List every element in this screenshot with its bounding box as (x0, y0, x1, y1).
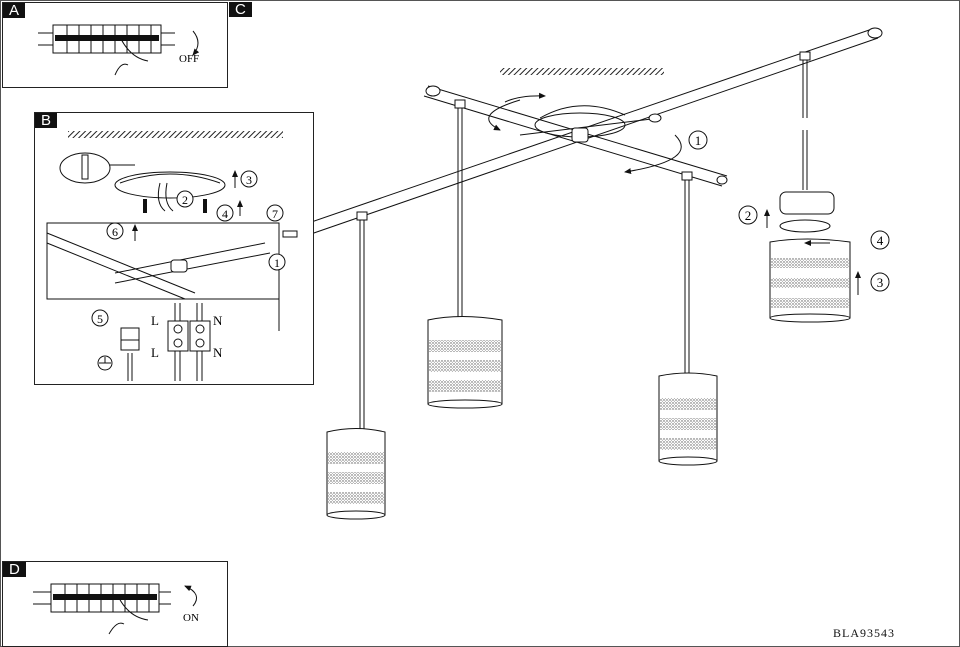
pendant-2 (427, 99, 503, 409)
breaker-off-drawing (38, 24, 200, 76)
off-label: OFF (179, 53, 200, 65)
panel-b: B 3 2 4 7 6 1 5 (34, 112, 314, 385)
switch-down-arrow (192, 30, 200, 56)
svg-text:4: 4 (222, 207, 228, 221)
panel-d-tag: D (3, 562, 26, 577)
rotate-arrow (488, 99, 521, 131)
on-label: ON (183, 612, 199, 624)
svg-text:7: 7 (272, 207, 278, 221)
svg-text:2: 2 (182, 193, 188, 207)
pendant-1 (326, 211, 386, 520)
step-1-badge (688, 130, 708, 150)
terminal-n-top: N (213, 313, 223, 328)
canopy-mounting-drawing: 3 2 4 7 6 1 5 (46, 131, 298, 381)
switch-up-arrow (184, 585, 198, 607)
svg-text:4: 4 (877, 233, 884, 248)
ceiling-hatch (500, 68, 664, 75)
svg-text:5: 5 (97, 312, 103, 326)
breaker-on-drawing (33, 583, 198, 635)
svg-text:3: 3 (246, 173, 252, 187)
hand-icon (114, 38, 149, 76)
hand-icon (108, 597, 149, 635)
bar-detail-box (46, 222, 280, 300)
wires (157, 182, 174, 212)
panel-d: D ON (2, 561, 228, 647)
canopy (519, 105, 662, 143)
model-number: BLA93543 (833, 626, 895, 640)
canopy-plate (114, 171, 226, 199)
long-bar (229, 27, 883, 263)
screw-icon (282, 230, 298, 238)
svg-text:6: 6 (112, 225, 118, 239)
svg-text:1: 1 (274, 256, 280, 270)
cross-bar (423, 85, 728, 187)
panel-a-tag: A (3, 3, 26, 18)
panel-b-tag: B (35, 113, 58, 128)
svg-text:3: 3 (877, 275, 884, 290)
pendant-4-steps: 2 4 3 (738, 205, 890, 295)
panel-a: A OFF (2, 2, 228, 88)
pendant-4-exploded (769, 51, 851, 323)
svg-text:2: 2 (745, 208, 752, 223)
pendant-3 (658, 171, 718, 466)
terminal-n-bottom: N (213, 345, 223, 360)
rotate-arrow (624, 134, 682, 175)
step-1-label: 1 (695, 133, 702, 148)
terminal-l-top: L (151, 313, 159, 328)
terminal-l-bottom: L (151, 345, 159, 360)
rotate-arrow (504, 92, 546, 103)
panel-c-tag: C (229, 2, 252, 17)
